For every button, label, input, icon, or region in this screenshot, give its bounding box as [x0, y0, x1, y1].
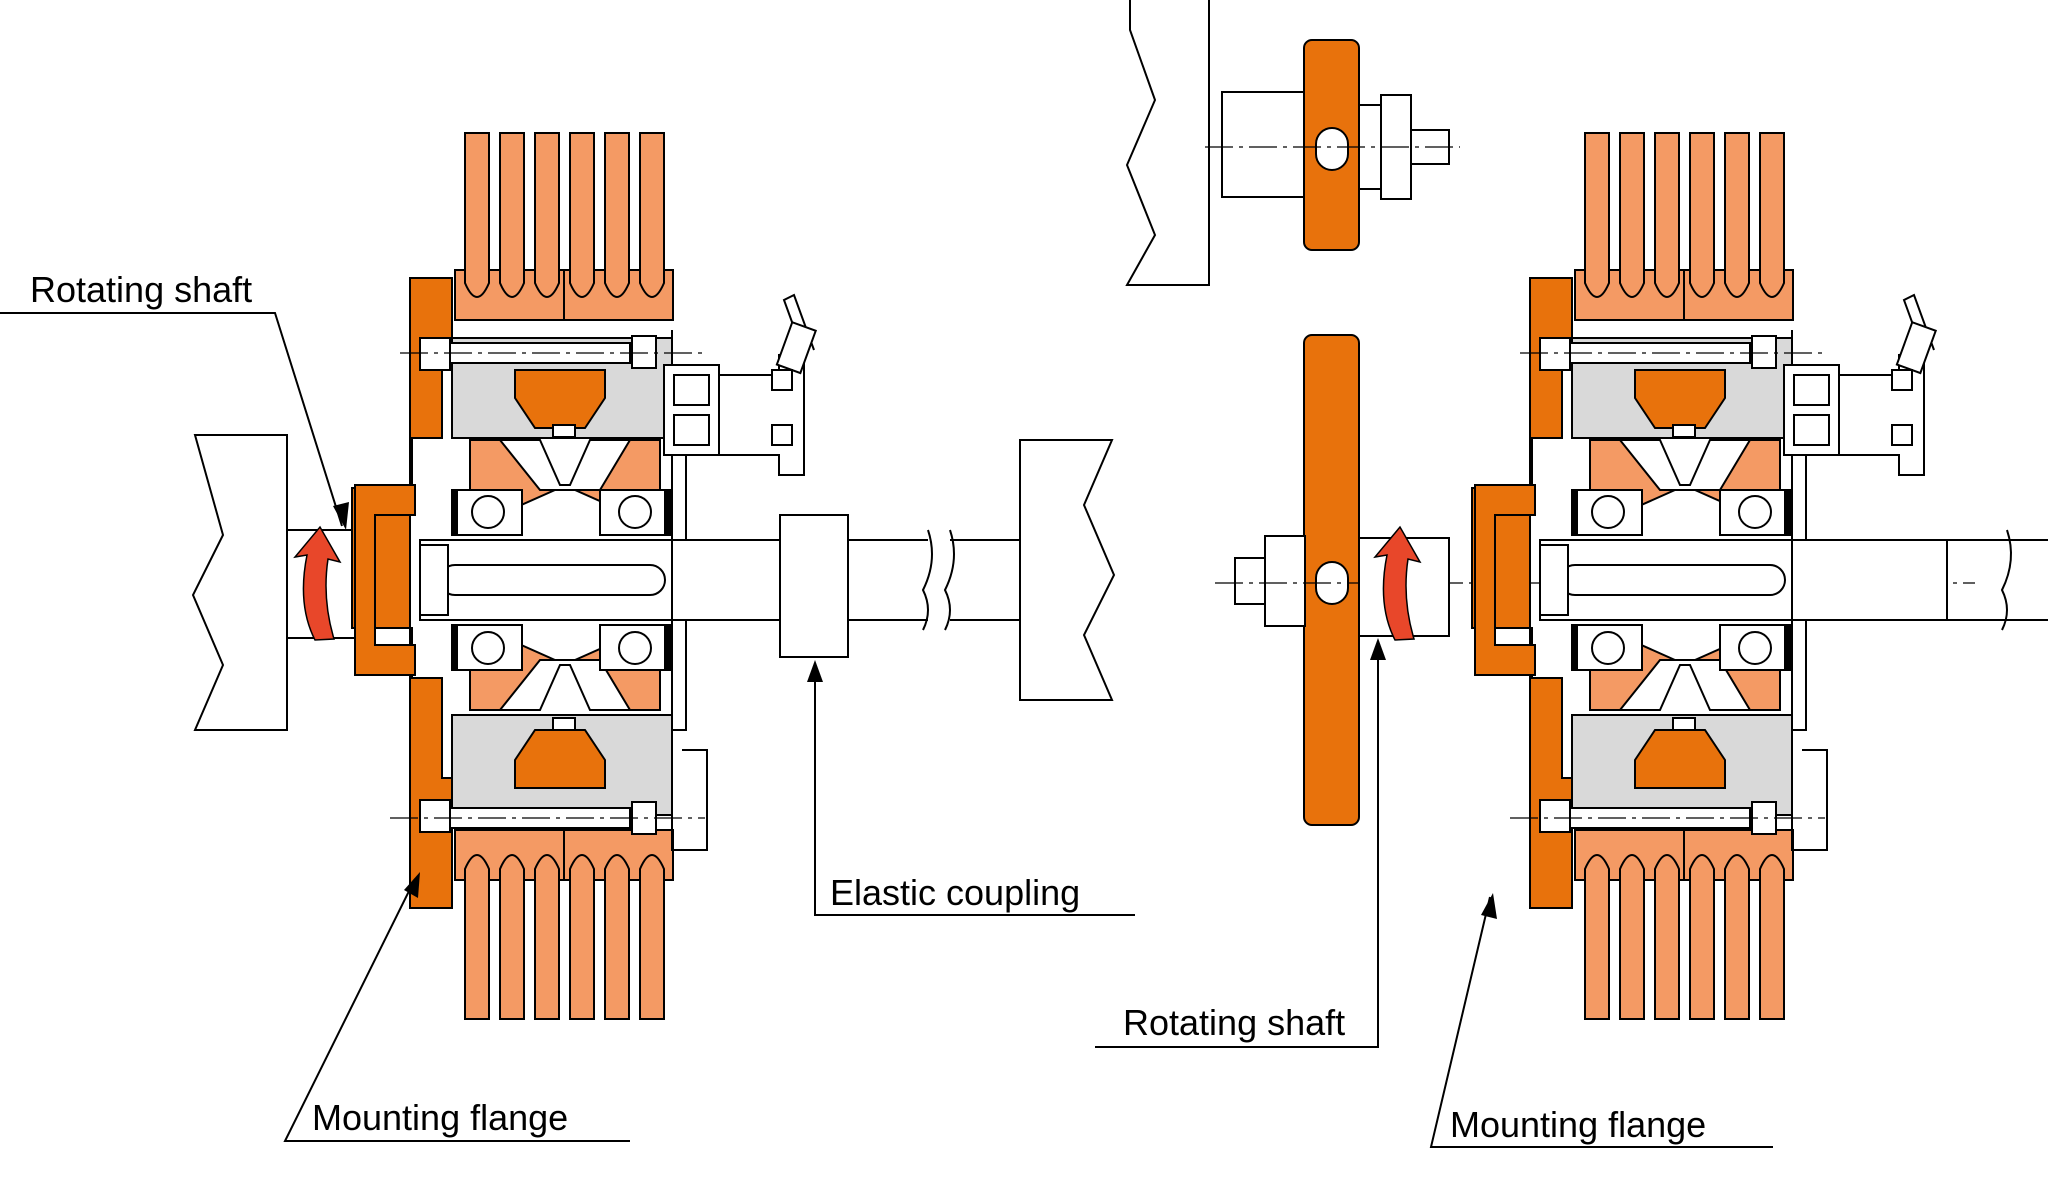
labels: Rotating shaft Mounting flange Elastic c… [30, 269, 1706, 1145]
right-assembly [1125, 0, 2048, 1019]
label-rotating-shaft-right: Rotating shaft [1123, 1002, 1345, 1043]
label-mounting-flange-right: Mounting flange [1450, 1104, 1706, 1145]
rotation-arrow-right [1373, 525, 1422, 641]
label-rotating-shaft-left: Rotating shaft [30, 269, 252, 310]
output-shaft [671, 439, 1116, 701]
label-mounting-flange-left: Mounting flange [312, 1097, 568, 1138]
left-assembly [191, 133, 1116, 1019]
label-elastic-coupling: Elastic coupling [830, 872, 1080, 913]
top-motor-coupling [1125, 0, 1460, 286]
rotation-arrow-left [293, 525, 342, 641]
leader-lines [0, 312, 1773, 1148]
left-motor-body [191, 434, 288, 731]
